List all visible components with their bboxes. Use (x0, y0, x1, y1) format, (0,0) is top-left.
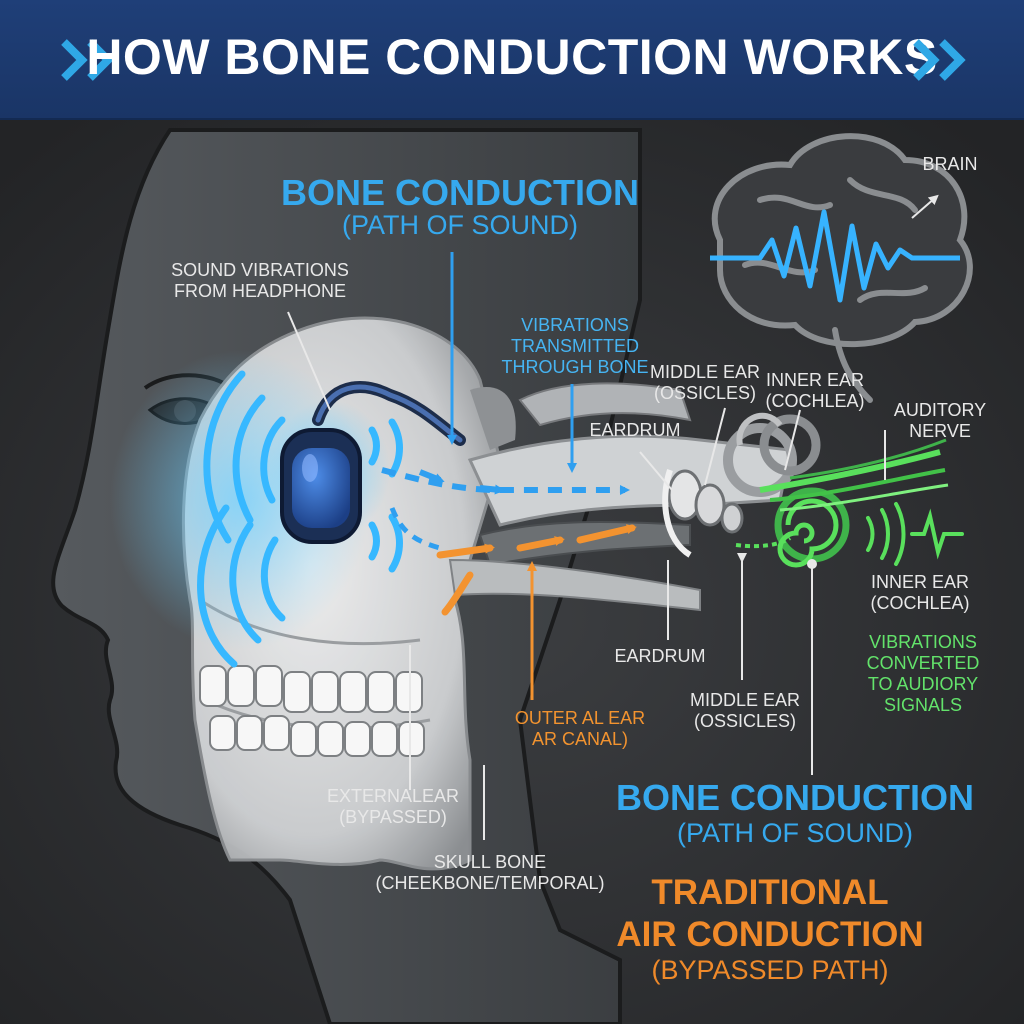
chevrons-left-icon (61, 39, 114, 81)
tooth (367, 671, 395, 713)
tooth (199, 665, 227, 707)
tooth (317, 721, 344, 757)
tooth (236, 715, 263, 751)
teeth (199, 665, 425, 757)
tooth (371, 721, 398, 757)
traditional-air-subtitle: (BYPASSED PATH) (651, 955, 889, 985)
tooth (311, 671, 339, 713)
sound-waves (197, 370, 403, 668)
auditory-nerve (759, 438, 949, 512)
chevrons-right-icon (913, 39, 966, 81)
label-brain: BRAIN (922, 154, 978, 174)
ossicles (662, 469, 744, 558)
tooth (209, 715, 236, 751)
label-skull-bone: SKULL BONE(CHEEKBONE/TEMPORAL) (375, 852, 605, 894)
bone-conduction-title: BONE CONDUCTION (281, 172, 639, 213)
tooth (263, 715, 290, 751)
label-middle-ear-top: MIDDLE EAR(OSSICLES) (649, 362, 761, 404)
label-external-ear: EXTERNALEAR(BYPASSED) (326, 786, 460, 828)
bone-conduction-subtitle-2: (PATH OF SOUND) (677, 818, 913, 848)
bone-conduction-subtitle: (PATH OF SOUND) (342, 210, 578, 240)
brain-wave (710, 209, 960, 303)
tooth (290, 721, 317, 757)
bone-conduction-title-2: BONE CONDUCTION (616, 777, 974, 818)
tooth (398, 721, 425, 757)
label-inner-ear-top: INNER EAR(COCHLEA) (765, 370, 865, 412)
header-banner: HOW BONE CONDUCTION WORKS (0, 0, 1024, 120)
page-title: HOW BONE CONDUCTION WORKS (86, 29, 938, 85)
label-eardrum-top: EARDRUM (589, 420, 681, 440)
label-inner-ear-right: INNER EAR(COCHLEA) (870, 572, 970, 614)
label-middle-ear-bottom: MIDDLE EAR(OSSICLES) (689, 690, 801, 732)
headphone (280, 381, 466, 544)
tooth (255, 665, 283, 707)
cochlea (723, 412, 850, 568)
brain (711, 133, 973, 403)
tooth (344, 721, 371, 757)
tooth (283, 671, 311, 713)
tooth (227, 665, 255, 707)
air-path-arrows (436, 524, 637, 616)
signal-waves (866, 502, 964, 566)
tooth (339, 671, 367, 713)
label-eardrum-bottom: EARDRUM (614, 646, 706, 666)
leader-lines (287, 194, 939, 840)
